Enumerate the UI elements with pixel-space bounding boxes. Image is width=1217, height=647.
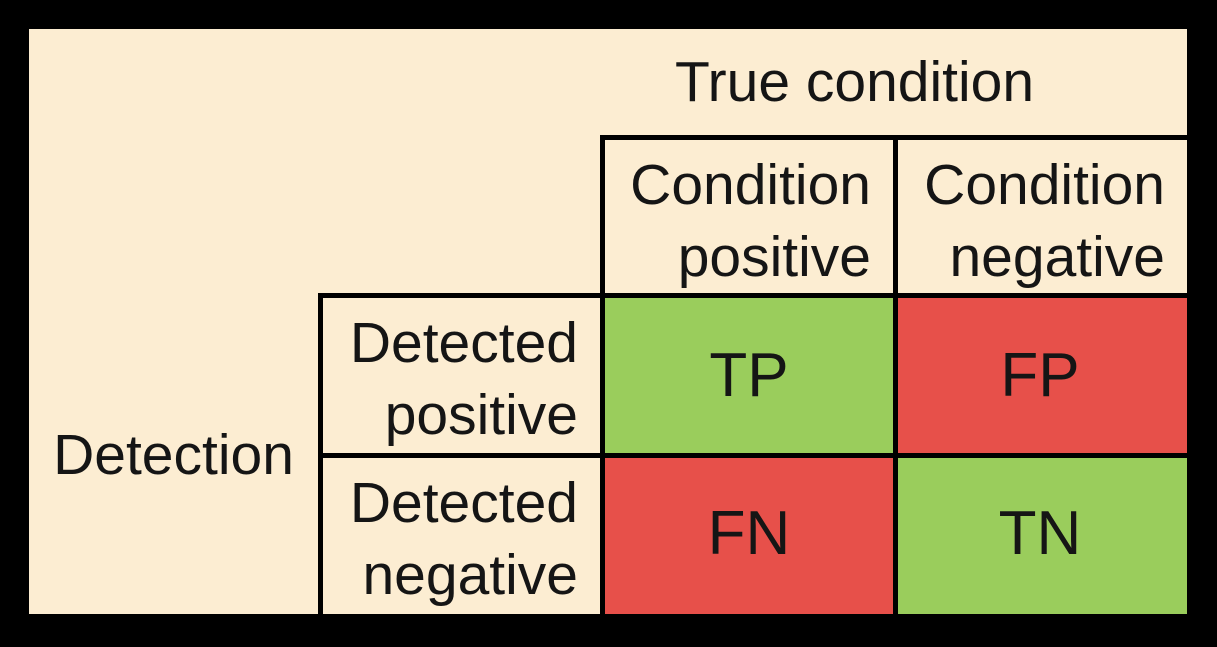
row-group-header: Detection <box>29 295 318 614</box>
row-header-line: Detected <box>349 471 578 535</box>
row-header-line: negative <box>362 543 578 607</box>
grid-line-between-columns <box>893 135 898 614</box>
confusion-matrix-panel: TP FP FN TN True condition Condition pos… <box>29 29 1187 614</box>
cell-false-negative-label: FN <box>707 499 791 568</box>
grid-line-under-column-headers <box>318 293 1187 298</box>
cell-true-positive: TP <box>600 293 898 458</box>
row-group-header-label: Detection <box>53 422 294 487</box>
cell-false-positive-label: FP <box>1000 341 1080 410</box>
cell-false-positive: FP <box>893 293 1187 458</box>
column-header-line: positive <box>677 224 871 289</box>
column-header-line: negative <box>949 224 1165 289</box>
cell-true-negative: TN <box>893 453 1187 614</box>
row-header-detected-negative: Detected negative <box>323 458 600 614</box>
column-group-header-label: True condition <box>674 50 1035 114</box>
cell-false-negative: FN <box>600 453 898 614</box>
grid-line-left-of-row-headers <box>318 293 323 614</box>
row-header-detected-positive: Detected positive <box>323 298 600 453</box>
grid-line-between-rows <box>318 453 1187 458</box>
column-header-condition-positive: Condition positive <box>605 140 893 293</box>
cell-true-negative-label: TN <box>998 499 1082 568</box>
column-header-condition-negative: Condition negative <box>898 140 1187 293</box>
column-group-header: True condition <box>602 29 1187 135</box>
row-header-line: positive <box>384 382 578 447</box>
column-header-line: Condition <box>924 152 1165 217</box>
cell-true-positive-label: TP <box>709 341 789 410</box>
grid-line-left-of-positive-column <box>600 135 605 614</box>
row-header-line: Detected <box>349 310 578 375</box>
column-header-line: Condition <box>630 152 871 217</box>
